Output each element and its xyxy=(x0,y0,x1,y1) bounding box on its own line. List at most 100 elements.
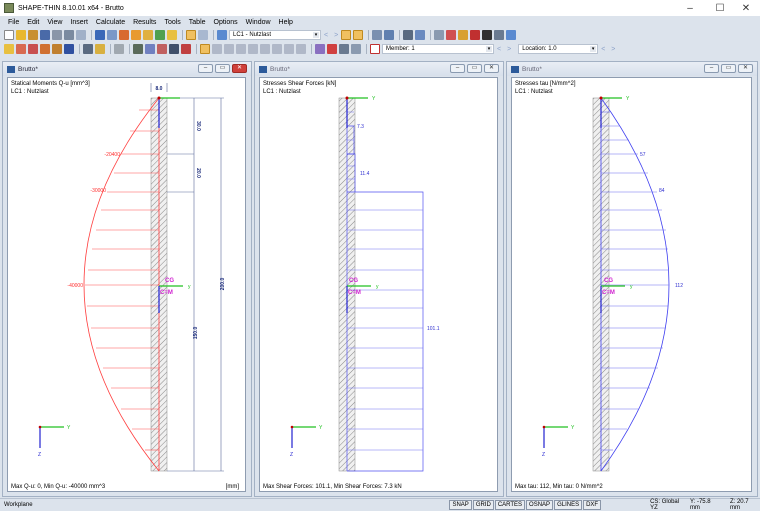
undo-icon[interactable] xyxy=(95,30,105,40)
results-values-icon[interactable] xyxy=(353,30,364,40)
location-select[interactable]: Location: 1.0 ▾ xyxy=(518,44,599,54)
view-icon[interactable] xyxy=(384,30,395,40)
osnap-toggle[interactable]: OSNAP xyxy=(526,499,554,510)
node-icon[interactable] xyxy=(4,44,14,54)
result-tau-icon[interactable] xyxy=(260,44,270,54)
result-sigma-icon[interactable] xyxy=(248,44,258,54)
snap-toggle[interactable]: SNAP xyxy=(449,499,472,510)
circle-icon[interactable] xyxy=(446,30,457,40)
menu-tools[interactable]: Tools xyxy=(164,18,181,26)
display-icon[interactable] xyxy=(372,30,383,40)
menu-window[interactable]: Window xyxy=(245,18,271,26)
table-icon[interactable] xyxy=(198,30,208,40)
menu-edit[interactable]: Edit xyxy=(27,18,40,26)
table-view-icon[interactable] xyxy=(186,30,196,40)
share-icon[interactable] xyxy=(506,30,517,40)
result-sigma-eq-icon[interactable] xyxy=(284,44,294,54)
prev-member-button[interactable]: < xyxy=(497,45,502,53)
pane-restore-button[interactable]: ▭ xyxy=(467,64,482,73)
rotate-icon[interactable] xyxy=(415,30,426,40)
load-case-select[interactable]: LC1 - Nutzlast ▾ xyxy=(229,30,321,40)
view-select-icon[interactable] xyxy=(169,44,179,54)
dxf-toggle[interactable]: DXF xyxy=(583,499,602,510)
open-folder-icon[interactable] xyxy=(16,30,26,40)
sigma-icon[interactable] xyxy=(482,30,493,40)
close-button[interactable]: ✕ xyxy=(741,2,751,14)
warning-icon[interactable] xyxy=(458,30,469,40)
pane-title-bar[interactable]: Brutto* – ▭ ✕ xyxy=(507,62,757,76)
result-qv-icon[interactable] xyxy=(212,44,222,54)
pane-close-button[interactable]: ✕ xyxy=(232,64,247,73)
menu-help[interactable]: Help xyxy=(278,18,293,26)
pane-minimize-button[interactable]: – xyxy=(704,64,719,73)
pane-minimize-button[interactable]: – xyxy=(198,64,213,73)
maximize-button[interactable]: ☐ xyxy=(715,2,725,14)
pane-close-button[interactable]: ✕ xyxy=(484,64,499,73)
photo-icon[interactable] xyxy=(403,30,414,40)
menu-insert[interactable]: Insert xyxy=(70,18,88,26)
diamond-icon[interactable] xyxy=(315,44,325,54)
support-icon[interactable] xyxy=(52,44,62,54)
zoom-in-icon[interactable] xyxy=(145,44,155,54)
print-preview-icon[interactable] xyxy=(76,30,86,40)
folder-icon[interactable] xyxy=(167,30,177,40)
cartes-toggle[interactable]: CARTES xyxy=(494,499,526,510)
menu-file[interactable]: File xyxy=(8,18,20,26)
redo-icon[interactable] xyxy=(107,30,117,40)
hook-icon[interactable] xyxy=(434,30,445,40)
grid-toggle[interactable]: GRID xyxy=(472,499,494,510)
i-section-icon[interactable] xyxy=(181,44,191,54)
panel-icon[interactable] xyxy=(339,44,349,54)
glines-toggle[interactable]: GLINES xyxy=(554,499,583,510)
result-omega-icon[interactable] xyxy=(224,44,234,54)
save-as-icon[interactable] xyxy=(52,30,62,40)
save-icon[interactable] xyxy=(40,30,50,40)
edit-icon[interactable] xyxy=(119,30,129,40)
result-sigma-v-icon[interactable] xyxy=(272,44,282,54)
results-icon[interactable] xyxy=(341,30,352,40)
target-icon[interactable] xyxy=(327,44,337,54)
print-icon[interactable] xyxy=(64,30,74,40)
new-file-icon[interactable] xyxy=(4,30,14,40)
result-qu-icon[interactable] xyxy=(200,44,210,54)
pane-title-bar[interactable]: Brutto* – ▭ ✕ xyxy=(3,62,251,76)
sections-icon[interactable] xyxy=(155,30,165,40)
minimize-button[interactable]: – xyxy=(687,2,693,14)
prev-load-case-button[interactable]: < xyxy=(324,31,329,39)
graphics-canvas[interactable]: Stresses Shear Forces [kN] LC1 : Nutzlas… xyxy=(259,77,498,492)
chevron-down-icon[interactable]: ▾ xyxy=(486,46,492,52)
menu-calculate[interactable]: Calculate xyxy=(95,18,126,26)
zoom-out-icon[interactable] xyxy=(157,44,167,54)
menu-view[interactable]: View xyxy=(47,18,63,26)
result-omega-m-icon[interactable] xyxy=(236,44,246,54)
result-more-icon[interactable] xyxy=(296,44,306,54)
pane-close-button[interactable]: ✕ xyxy=(738,64,753,73)
model-icon[interactable] xyxy=(133,44,143,54)
pane-title-bar[interactable]: Brutto* – ▭ ✕ xyxy=(255,62,503,76)
graphics-canvas[interactable]: Stresses tau [N/mm^2] LC1 : Nutzlast xyxy=(511,77,752,492)
next-location-button[interactable]: > xyxy=(611,45,616,53)
chevron-down-icon[interactable]: ▾ xyxy=(313,32,319,38)
menu-options[interactable]: Options xyxy=(213,18,238,26)
grid-icon[interactable] xyxy=(114,44,124,54)
settings-icon[interactable] xyxy=(143,30,153,40)
dimension-icon[interactable] xyxy=(83,44,93,54)
delete-icon[interactable] xyxy=(470,30,481,40)
menu-table[interactable]: Table xyxy=(188,18,206,26)
bracket-icon[interactable] xyxy=(351,44,361,54)
graphics-canvas[interactable]: Statical Moments Q-u [mm^3] LC1 : Nutzla… xyxy=(7,77,246,492)
next-member-button[interactable]: > xyxy=(507,45,512,53)
pane-minimize-button[interactable]: – xyxy=(450,64,465,73)
point-icon[interactable] xyxy=(40,44,50,54)
find-icon[interactable] xyxy=(131,30,141,40)
next-load-case-button[interactable]: > xyxy=(334,31,339,39)
line-icon[interactable] xyxy=(16,44,26,54)
pane-restore-button[interactable]: ▭ xyxy=(721,64,736,73)
open-recent-icon[interactable] xyxy=(28,30,38,40)
prev-location-button[interactable]: < xyxy=(601,45,606,53)
section-icon[interactable] xyxy=(64,44,74,54)
member-filter-icon[interactable] xyxy=(370,44,380,54)
camera-icon[interactable] xyxy=(494,30,505,40)
menu-results[interactable]: Results xyxy=(133,18,157,26)
pane-restore-button[interactable]: ▭ xyxy=(215,64,230,73)
